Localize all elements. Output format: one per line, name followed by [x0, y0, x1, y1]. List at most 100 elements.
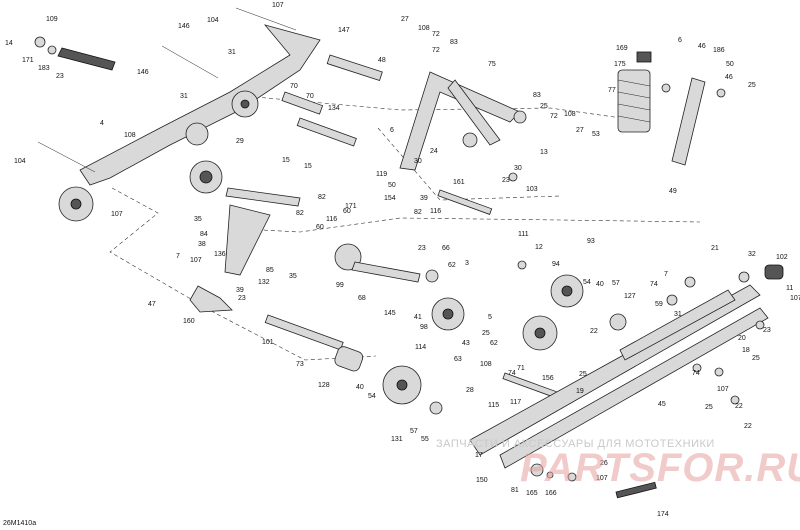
callout-label: 30	[514, 165, 522, 172]
callout-label: 7	[176, 253, 180, 260]
callout-label: 115	[488, 402, 499, 409]
callout-label: 21	[711, 245, 719, 252]
callout-label: 146	[137, 69, 149, 76]
callout-label: 50	[726, 61, 734, 68]
callout-label: 131	[391, 436, 403, 443]
callout-label: 31	[180, 93, 188, 100]
callout-label: 114	[415, 344, 426, 351]
callout-label: 117	[510, 399, 521, 406]
callout-label: 39	[420, 195, 428, 202]
callout-label: 55	[421, 436, 429, 443]
callout-label: 45	[658, 401, 666, 408]
callout-label: 156	[542, 375, 554, 382]
callout-label: 25	[482, 330, 490, 337]
callout-label: 107	[790, 295, 800, 302]
callout-label: 150	[476, 477, 488, 484]
callout-label: 103	[526, 186, 538, 193]
callout-label: 57	[612, 280, 620, 287]
callout-label: 62	[448, 262, 456, 269]
callout-label: 5	[488, 314, 492, 321]
front-shock-rod	[34, 36, 116, 71]
callout-label: 19	[576, 388, 584, 395]
diagram-reference-code: 26M1410a	[3, 520, 37, 527]
callout-label: 23	[502, 177, 510, 184]
callout-label: 22	[735, 403, 743, 410]
hardware-bits	[425, 83, 765, 482]
callout-label: 49	[669, 188, 677, 195]
callout-label: 108	[124, 132, 136, 139]
callout-label: 119	[376, 171, 387, 178]
callout-label: 15	[282, 157, 290, 164]
idler-wheels	[382, 260, 627, 405]
axle-rods-upper	[37, 7, 383, 173]
callout-label: 72	[550, 113, 558, 120]
callout-label: 4	[100, 120, 104, 127]
callout-label: 94	[552, 261, 560, 268]
callout-label: 54	[583, 279, 591, 286]
callout-label: 27	[401, 16, 409, 23]
callout-label: 132	[258, 279, 270, 286]
callout-label: 82	[318, 194, 326, 201]
callout-label: 57	[410, 428, 418, 435]
callout-label: 6	[678, 37, 682, 44]
callout-label: 183	[38, 65, 50, 72]
callout-label: 101	[262, 339, 274, 346]
callout-label: 74	[508, 370, 516, 377]
callout-label: 24	[430, 148, 438, 155]
callout-label: 77	[608, 87, 616, 94]
callout-label: 48	[378, 57, 386, 64]
callout-label: 166	[545, 490, 557, 497]
callout-label: 17	[475, 452, 483, 459]
callout-label: 35	[289, 273, 297, 280]
callout-label: 41	[414, 314, 422, 321]
callout-label: 107	[717, 386, 729, 393]
callout-label: 60	[316, 224, 324, 231]
callout-label: 22	[590, 328, 598, 335]
callout-label: 70	[290, 83, 298, 90]
callout-label: 39	[236, 287, 244, 294]
callout-label: 38	[198, 241, 206, 248]
callout-label: 175	[614, 61, 626, 68]
callout-label: 109	[46, 16, 58, 23]
rear-arm-assembly	[399, 71, 527, 171]
callout-label: 53	[592, 131, 600, 138]
callout-label: 186	[713, 47, 725, 54]
rear-shock-spring	[617, 51, 706, 166]
callout-label: 82	[414, 209, 422, 216]
callout-label: 116	[326, 216, 337, 223]
callout-label: 171	[345, 203, 357, 210]
callout-label: 29	[236, 138, 244, 145]
callout-label: 111	[518, 231, 529, 238]
callout-label: 54	[368, 393, 376, 400]
callout-label: 171	[22, 57, 34, 64]
callout-label: 3	[465, 260, 469, 267]
callout-label: 98	[420, 324, 428, 331]
callout-label: 127	[624, 293, 636, 300]
lower-tubes	[264, 189, 558, 398]
callout-label: 72	[432, 47, 440, 54]
callout-label: 25	[748, 82, 756, 89]
callout-label: 154	[384, 195, 396, 202]
callout-label: 84	[200, 231, 208, 238]
callout-label: 30	[414, 158, 422, 165]
callout-label: 146	[178, 23, 190, 30]
callout-label: 160	[183, 318, 195, 325]
callout-label: 32	[748, 251, 756, 258]
callout-label: 99	[336, 282, 344, 289]
callout-label: 22	[744, 423, 752, 430]
callout-label: 107	[111, 211, 123, 218]
callout-label: 68	[358, 295, 366, 302]
center-linkage	[189, 160, 421, 313]
callout-label: 75	[488, 61, 496, 68]
callout-label: 18	[742, 347, 750, 354]
callout-label: 50	[388, 182, 396, 189]
callout-label: 74	[692, 370, 700, 377]
callout-label: 23	[418, 245, 426, 252]
callout-label: 85	[266, 267, 274, 274]
callout-label: 83	[533, 92, 541, 99]
slide-rails	[469, 264, 784, 499]
callout-label: 11	[786, 285, 793, 292]
callout-label: 25	[752, 355, 760, 362]
callout-label: 71	[517, 365, 525, 372]
